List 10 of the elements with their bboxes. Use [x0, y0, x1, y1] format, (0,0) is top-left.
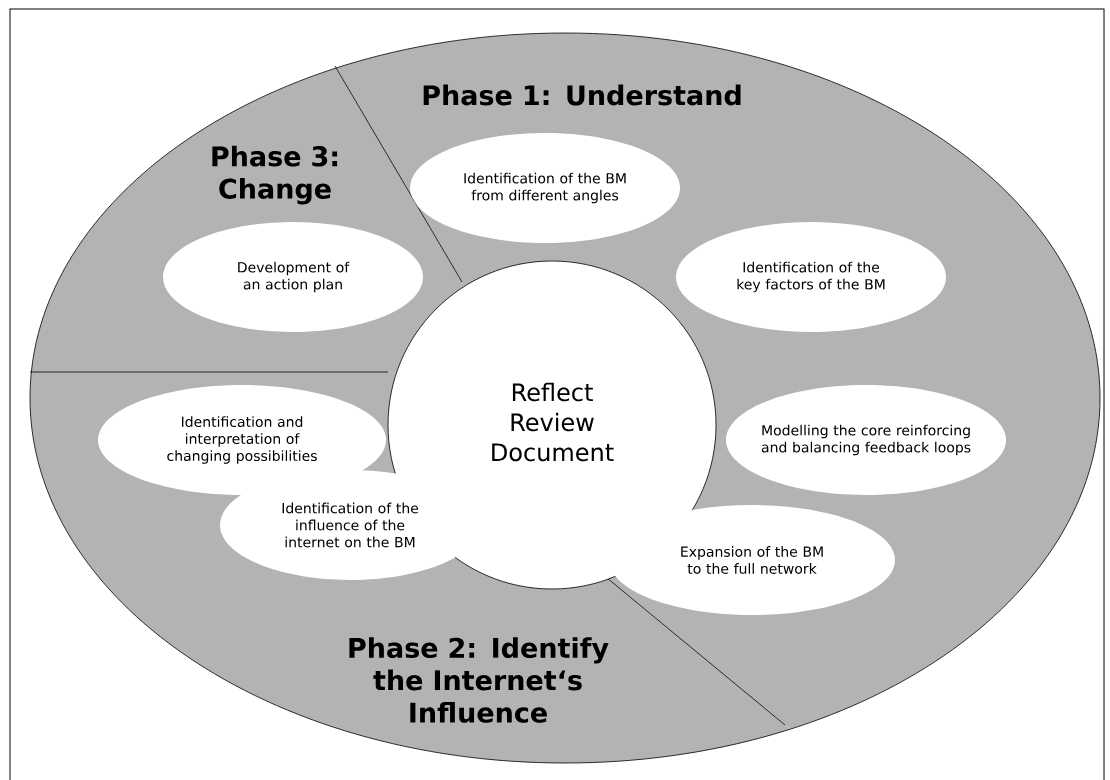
ellipse-bubble: Modelling the core reinforcing and balancing feedback loops: [726, 385, 1006, 495]
ellipse-bubble: Identification of the influence of the internet on the BM: [220, 470, 480, 580]
ellipse-bubble: Identification of the key factors of the BM: [676, 222, 946, 332]
ellipse-bubble: Identification and interpretation of changing possibilities: [98, 385, 386, 495]
ellipse-bubble: Development of an action plan: [163, 222, 423, 332]
ellipse-bubble: Expansion of the BM to the full network: [609, 505, 895, 615]
ellipse-bubble: Identification of the BM from different angles: [410, 133, 680, 243]
node-label: Phase 1: Understand: [423, 84, 741, 106]
node-label: Identification and interpretation of changing possibilities: [167, 416, 317, 464]
node-label: Phase 2: Identify the Internet‘s Influence: [349, 637, 609, 723]
